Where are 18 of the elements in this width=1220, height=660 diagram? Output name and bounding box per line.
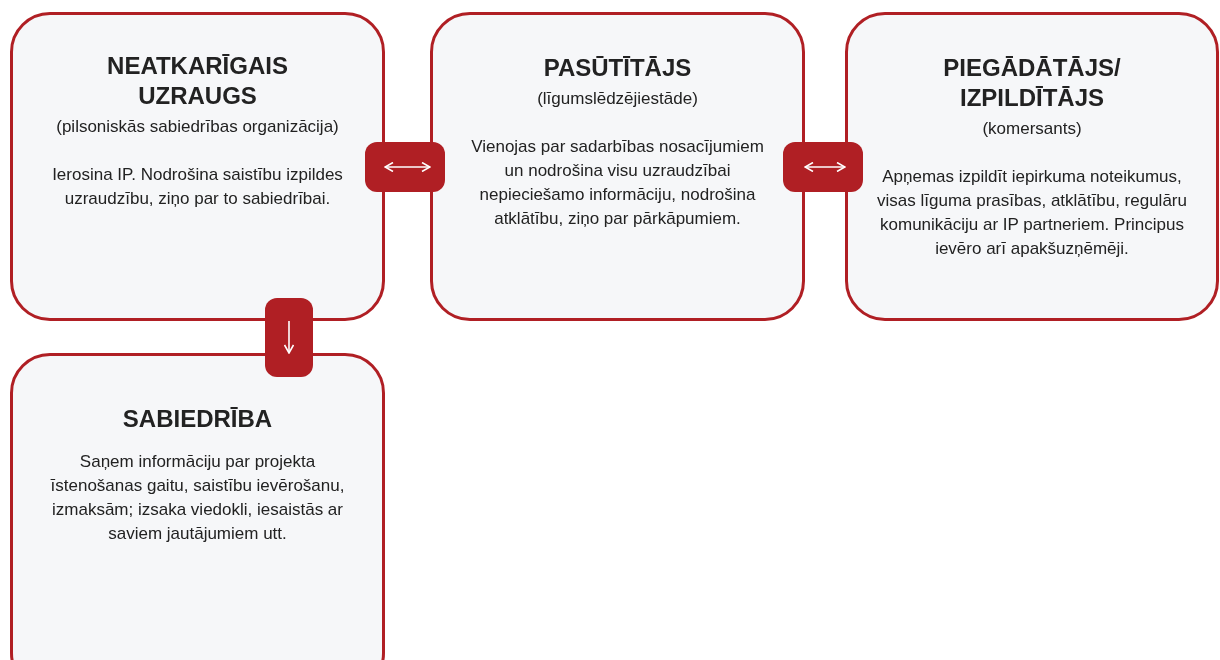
arrow [804, 161, 846, 173]
arrow [384, 161, 431, 173]
arrow [283, 320, 295, 354]
card-description: Vienojas par sadarbības nosacījumiem un nodrošina visu uzraudzībai nepieciešamo informāciju, nodrošina atklātību, ziņo par pārkāpumiem. [470, 136, 765, 230]
role-card [10, 353, 385, 660]
card-title: PIEGĀDĀTĀJS/ IZPILDĪTĀJS [942, 53, 1122, 113]
card-subtitle: (komersants) [982, 118, 1082, 140]
card-description: Ierosina IP. Nodrošina saistību izpildes uzraudzību, ziņo par to sabiedrībai. [51, 164, 344, 210]
card-description: Apņemas izpildīt iepirkuma noteikumus, visas līguma prasības, atklātību, regulāru komunikāciju ar IP partneriem. Principus ievēro arī apakšuzņēmēji. [876, 166, 1188, 260]
card-subtitle: (līgumslēdzējiestāde) [537, 88, 698, 110]
card-description: Saņem informāciju par projekta īstenošanas gaitu, saistību ievērošanu, izmaksām; izsaka viedokli, iesaistās ar saviem jautājumiem utt. [49, 451, 346, 545]
role-card [845, 12, 1219, 321]
card-subtitle: (pilsoniskās sabiedrības organizācija) [56, 116, 339, 138]
card-title: SABIEDRĪBA [121, 404, 274, 434]
card-title: PASŪTĪTĀJS [542, 53, 693, 83]
card-title: NEATKARĪGAIS UZRAUGS [106, 51, 289, 111]
role-card [430, 12, 805, 321]
role-card [10, 12, 385, 321]
